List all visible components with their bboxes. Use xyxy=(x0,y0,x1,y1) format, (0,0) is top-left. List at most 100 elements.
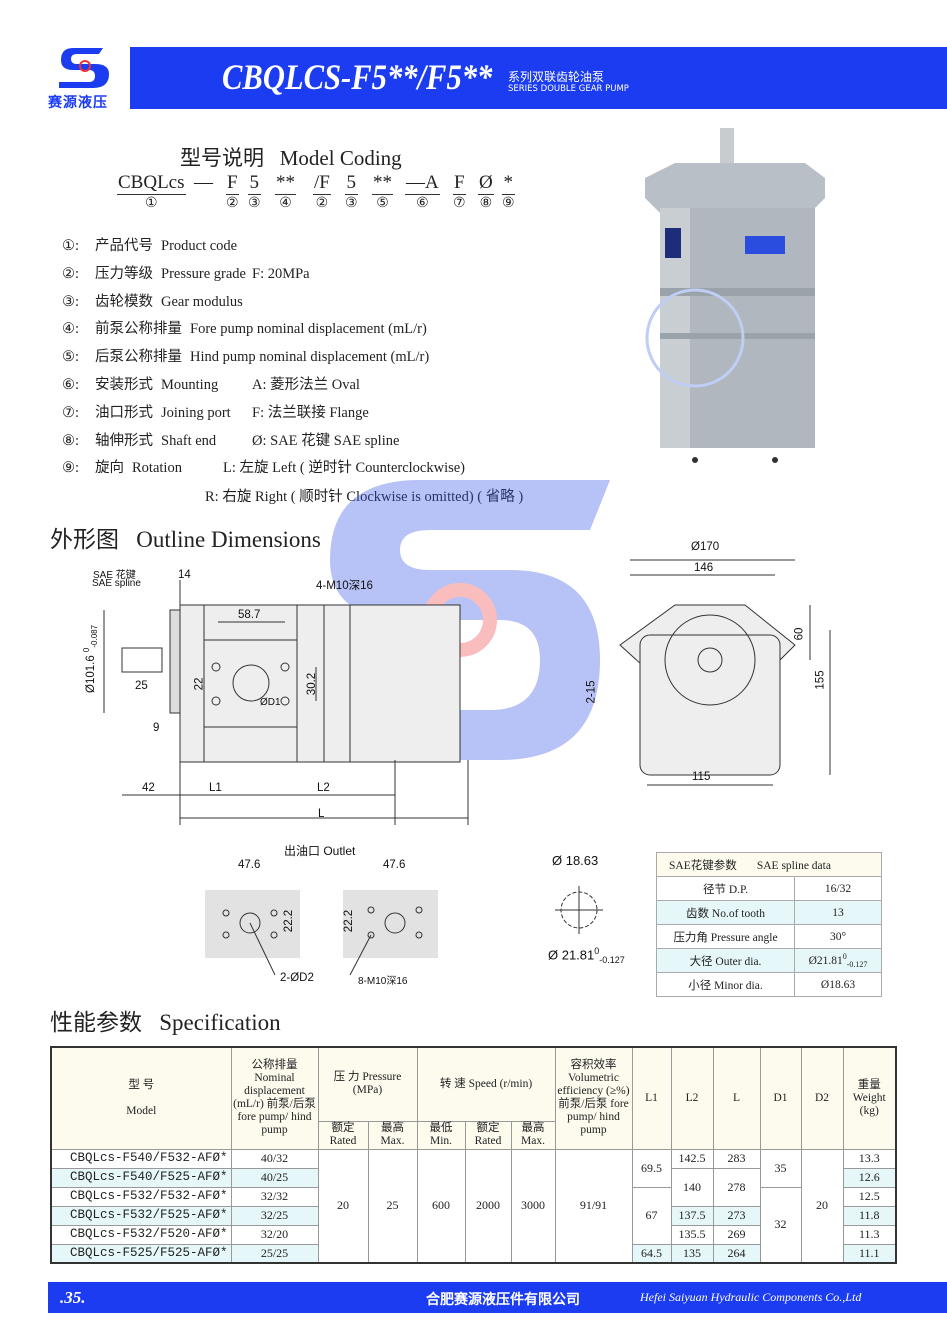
item-en: Fore pump nominal displacement (mL/r) xyxy=(190,321,427,338)
cell-disp: 32/32 xyxy=(230,1186,319,1207)
cell-l: 269 xyxy=(712,1224,761,1245)
segment-number: ④ xyxy=(279,196,292,211)
spline-outer: Ø 21.810-0.127 xyxy=(548,946,625,965)
dim-l1: L1 xyxy=(209,782,222,794)
cell-l2: 140 xyxy=(670,1167,714,1207)
cell-model: CBQLcs-F525/F525-AFØ* xyxy=(50,1243,232,1264)
front-view-drawing xyxy=(619,559,831,786)
th-l1: L1 xyxy=(631,1046,672,1150)
dia-value: Ø101.6 xyxy=(84,655,97,693)
th-model-en: Model xyxy=(126,1104,157,1117)
item-cn: 油口形式 xyxy=(95,404,153,421)
item-cn: 齿轮模数 xyxy=(95,293,153,310)
subtitle-en: SERIES DOUBLE GEAR PUMP xyxy=(508,84,629,94)
value: Ø21.81 xyxy=(808,954,843,967)
item-extra: F: 法兰联接 Flange xyxy=(252,404,369,421)
cell-disp: 25/25 xyxy=(230,1243,319,1264)
value: 13 xyxy=(832,906,844,919)
spline-label-en: SAE spline xyxy=(92,578,141,589)
item-num: ⑧: xyxy=(62,432,80,449)
segment-number: ② xyxy=(226,196,239,211)
item-en: Product code xyxy=(161,238,238,254)
tol-up: 0 xyxy=(594,946,600,956)
item-en: Pressure grade xyxy=(161,265,246,282)
header-cn: SAE花键参数 xyxy=(669,859,737,872)
cell-p-max: 25 xyxy=(367,1148,418,1264)
item-num: ②: xyxy=(62,265,80,282)
dim-holes: 4-M10深16 xyxy=(316,580,373,592)
sae-value: 16/32 xyxy=(794,876,882,901)
cell-eff: 91/91 xyxy=(554,1148,633,1264)
item-num: ⑥: xyxy=(62,377,80,393)
value: 16/32 xyxy=(824,882,852,895)
cell-disp: 32/25 xyxy=(230,1205,319,1226)
sae-row: 小径 Minor dia. Ø18.63 xyxy=(656,972,882,997)
dim-l: L xyxy=(318,808,325,820)
segment-text: ** xyxy=(372,172,393,195)
th-s-min: 最低 Min. xyxy=(416,1120,466,1150)
dim-14: 14 xyxy=(178,569,191,581)
segment-number: ⑤ xyxy=(376,196,389,211)
dim-22: 22 xyxy=(193,677,206,691)
cell-disp: 40/25 xyxy=(230,1167,319,1188)
cell-l1: 67 xyxy=(631,1186,672,1245)
cell-d1: 32 xyxy=(759,1186,802,1264)
model-coding-title: 型号说明 Model Coding xyxy=(180,142,402,172)
table-row: CBQLcs-F532/F532-AFØ*32/32 67 32 12.5 xyxy=(50,1186,897,1264)
title-cn: 性能参数 xyxy=(50,1010,142,1035)
th-d2: D2 xyxy=(800,1046,844,1150)
sae-key: 小径 Minor dia. xyxy=(656,972,795,997)
item-extra: L: 左旋 Left ( 逆时针 Counterclockwise) xyxy=(223,460,466,477)
cell-d1: 35 xyxy=(759,1148,802,1188)
brand-name: 赛源液压 xyxy=(48,95,108,111)
item-cn: 轴伸形式 xyxy=(95,432,153,449)
item-cn: 压力等级 xyxy=(95,265,153,282)
company-en: Hefei Saiyuan Hydraulic Components Co.,L… xyxy=(640,1290,862,1304)
sae-value: Ø18.63 xyxy=(794,972,882,997)
outlet-width-2: 47.6 xyxy=(383,859,406,871)
item-num: ⑨: xyxy=(62,460,80,477)
page-title: CBQLCS-F5**/F5** xyxy=(222,57,493,97)
dim-155: 155 xyxy=(814,670,827,690)
th-p-rated: 额定 Rated xyxy=(317,1120,369,1150)
value: Ø18.63 xyxy=(820,978,856,991)
title-cn: 外形图 xyxy=(50,527,119,552)
outlet-title: 出油口 Outlet xyxy=(284,844,356,858)
segment-text: 5 xyxy=(345,172,358,195)
dim-60: 60 xyxy=(793,627,806,641)
cell-weight: 11.3 xyxy=(842,1224,897,1245)
th-l2: L2 xyxy=(670,1046,714,1150)
sae-key: 径节 D.P. xyxy=(656,876,795,901)
cell-p-rated: 20 xyxy=(317,1148,369,1264)
footer-band: .35. 合肥赛源液压件有限公司 Hefei Saiyuan Hydraulic… xyxy=(48,1282,947,1313)
tol-lo: -0.127 xyxy=(846,960,868,970)
th-s-max: 最高 Max. xyxy=(510,1120,556,1150)
dim-2-15: 2-15 xyxy=(585,680,598,704)
cell-disp: 32/20 xyxy=(230,1224,319,1245)
sae-row: 径节 D.P. 16/32 xyxy=(656,876,882,901)
cell-model: CBQLcs-F540/F525-AFØ* xyxy=(50,1167,232,1188)
cell-s-max: 3000 xyxy=(510,1148,556,1264)
item-cn: 后泵公称排量 xyxy=(95,349,182,366)
title-en: Outline Dimensions xyxy=(136,527,321,552)
title-en: Model Coding xyxy=(279,146,402,170)
dim-58-7: 58.7 xyxy=(238,609,261,621)
segment-text: —A xyxy=(405,172,440,195)
title-en: Specification xyxy=(159,1010,281,1035)
cell-l2: 135 xyxy=(670,1243,714,1264)
th-displacement: 公称排量 Nominal displacement (mL/r) 前泵/后泵 f… xyxy=(230,1046,319,1150)
tol-up: 0 xyxy=(842,951,847,961)
cell-weight: 13.3 xyxy=(842,1148,897,1169)
segment-number: ⑨ xyxy=(502,196,515,211)
segment-text: ** xyxy=(275,172,296,195)
sae-key: 压力角 Pressure angle xyxy=(656,924,795,949)
